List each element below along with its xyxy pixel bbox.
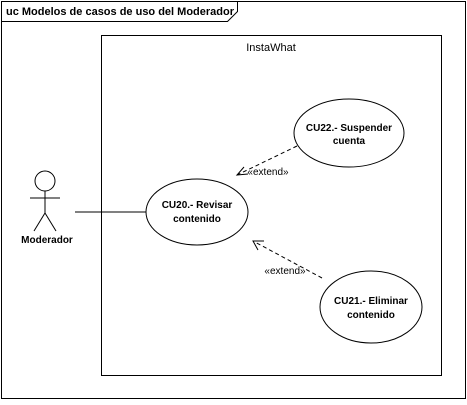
frame-title-tab — [1, 1, 238, 22]
extend-arrowhead-cu22 — [235, 166, 249, 176]
use-case-cu20-title: CU20.- Revisar — [162, 200, 233, 211]
extend-relation-cu22 — [235, 145, 298, 176]
frame-title: uc Modelos de casos de uso del Moderador — [6, 6, 235, 18]
use-case-cu20-subtitle: contenido — [173, 214, 221, 225]
extend-arrowhead-cu21 — [252, 240, 264, 251]
extend-label-cu21: «extend» — [264, 266, 306, 277]
extend-relation-cu21 — [252, 240, 323, 279]
extend-line-cu21 — [252, 240, 323, 279]
actor-name: Moderador — [21, 235, 73, 246]
use-case-cu21-subtitle: contenido — [347, 310, 395, 321]
actor-right-leg — [44, 212, 57, 232]
actor-head — [34, 170, 56, 192]
use-case-cu22[interactable]: CU22.- Suspender cuenta — [293, 98, 405, 168]
use-case-cu22-subtitle: cuenta — [333, 136, 366, 147]
use-case-cu20[interactable]: CU20.- Revisar contenido — [145, 178, 249, 246]
system-name: InstaWhat — [246, 42, 296, 54]
actor-left-leg — [33, 212, 46, 232]
use-case-cu21[interactable]: CU21.- Eliminar contenido — [319, 270, 423, 344]
extend-label-cu22: «extend» — [247, 167, 289, 178]
use-case-cu21-title: CU21.- Eliminar — [334, 296, 408, 307]
actor-moderador[interactable] — [30, 170, 60, 232]
use-case-cu22-title: CU22.- Suspender — [306, 123, 392, 134]
